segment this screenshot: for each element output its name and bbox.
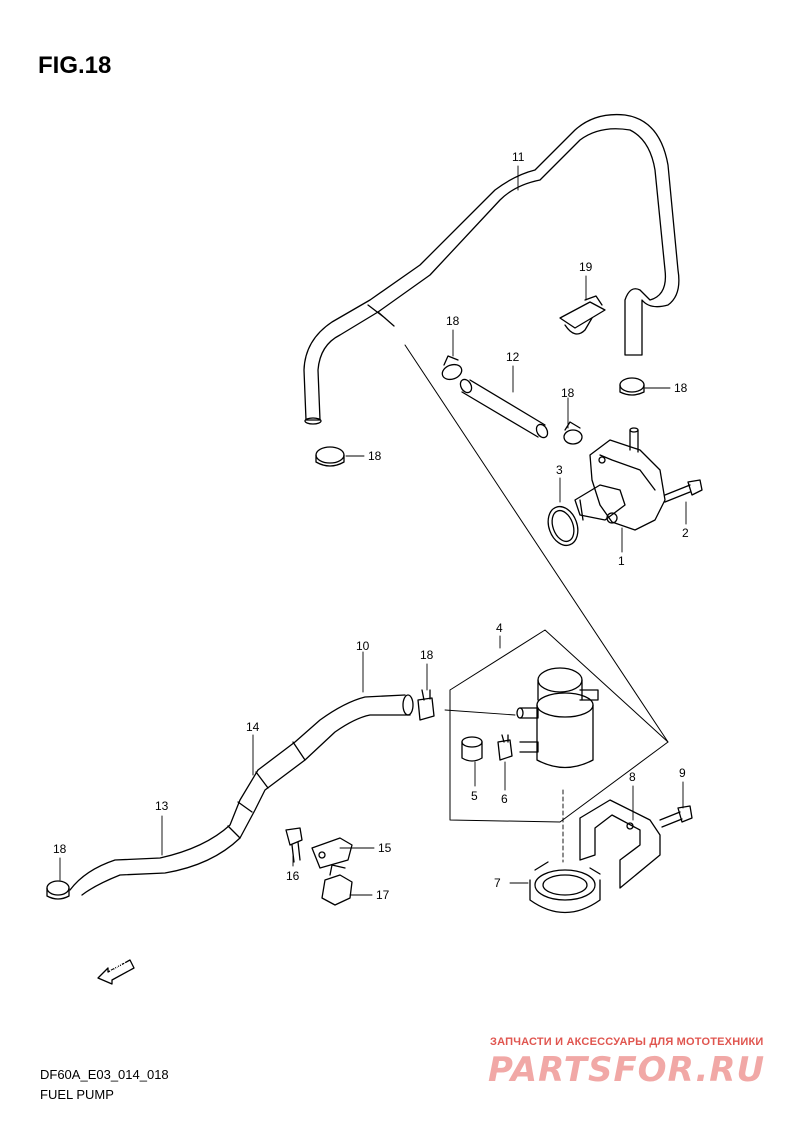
- bolt-16: [285, 827, 303, 863]
- callout-7: 7: [494, 876, 501, 890]
- callout-5: 5: [471, 789, 478, 803]
- bolt-2: [664, 479, 703, 503]
- hose-11: [303, 113, 680, 425]
- callout-3: 3: [556, 463, 563, 477]
- figure-title: FIG.18: [38, 52, 112, 79]
- callout-19: 19: [579, 260, 593, 274]
- callout-17: 17: [376, 888, 390, 902]
- clamp-18-c: [619, 377, 645, 396]
- callout-18: 18: [674, 381, 688, 395]
- cap-5: [461, 736, 483, 762]
- callout-18: 18: [368, 449, 382, 463]
- watermark-logo: PARTSFOR.RU: [488, 1050, 766, 1090]
- clip-19: [559, 295, 606, 335]
- fwd-arrow: [97, 959, 135, 985]
- callout-2: 2: [682, 526, 689, 540]
- fuel-pump-1: [574, 427, 666, 531]
- holder-7: [529, 861, 601, 913]
- callout-14: 14: [246, 720, 260, 734]
- callout-10: 10: [356, 639, 370, 653]
- callout-18: 18: [53, 842, 67, 856]
- bolt-9: [659, 805, 693, 828]
- figure-code: DF60A_E03_014_018: [40, 1067, 169, 1082]
- callout-12: 12: [506, 350, 520, 364]
- callout-15: 15: [378, 841, 392, 855]
- clamp-6: [497, 734, 513, 761]
- bracket-15: [311, 837, 353, 869]
- callout-11: 11: [512, 150, 525, 164]
- clamp-18-a: [315, 446, 345, 467]
- callout-8: 8: [629, 770, 636, 784]
- callout-6: 6: [501, 792, 508, 806]
- clamp-18-e: [417, 689, 435, 721]
- callout-18: 18: [446, 314, 460, 328]
- callout-4: 4: [496, 621, 503, 635]
- filter-assembly-4: [404, 344, 669, 823]
- callout-18: 18: [561, 386, 575, 400]
- callout-1: 1: [618, 554, 625, 568]
- callout-18: 18: [420, 648, 434, 662]
- callout-labels: 11 19 18 12 18 18 18 3 2 1 4 10 18 14 5 …: [53, 150, 689, 902]
- leader-lines: [59, 165, 687, 896]
- callout-16: 16: [286, 869, 300, 883]
- clamp-18-f: [46, 880, 70, 900]
- clamp-17: [321, 864, 353, 906]
- callout-13: 13: [155, 799, 169, 813]
- fuel-filter: [516, 667, 599, 769]
- bracket-8: [579, 799, 661, 889]
- hose-10-14-13: [69, 694, 414, 896]
- hose-12: [459, 378, 549, 439]
- clamp-18-b: [441, 355, 463, 381]
- o-ring-3: [547, 505, 579, 547]
- watermark-tagline: ЗАПЧАСТИ И АКСЕССУАРЫ ДЛЯ МОТОТЕХНИКИ: [490, 1036, 764, 1048]
- figure-name: FUEL PUMP: [40, 1087, 114, 1102]
- clamp-18-d: [563, 421, 583, 445]
- callout-9: 9: [679, 766, 686, 780]
